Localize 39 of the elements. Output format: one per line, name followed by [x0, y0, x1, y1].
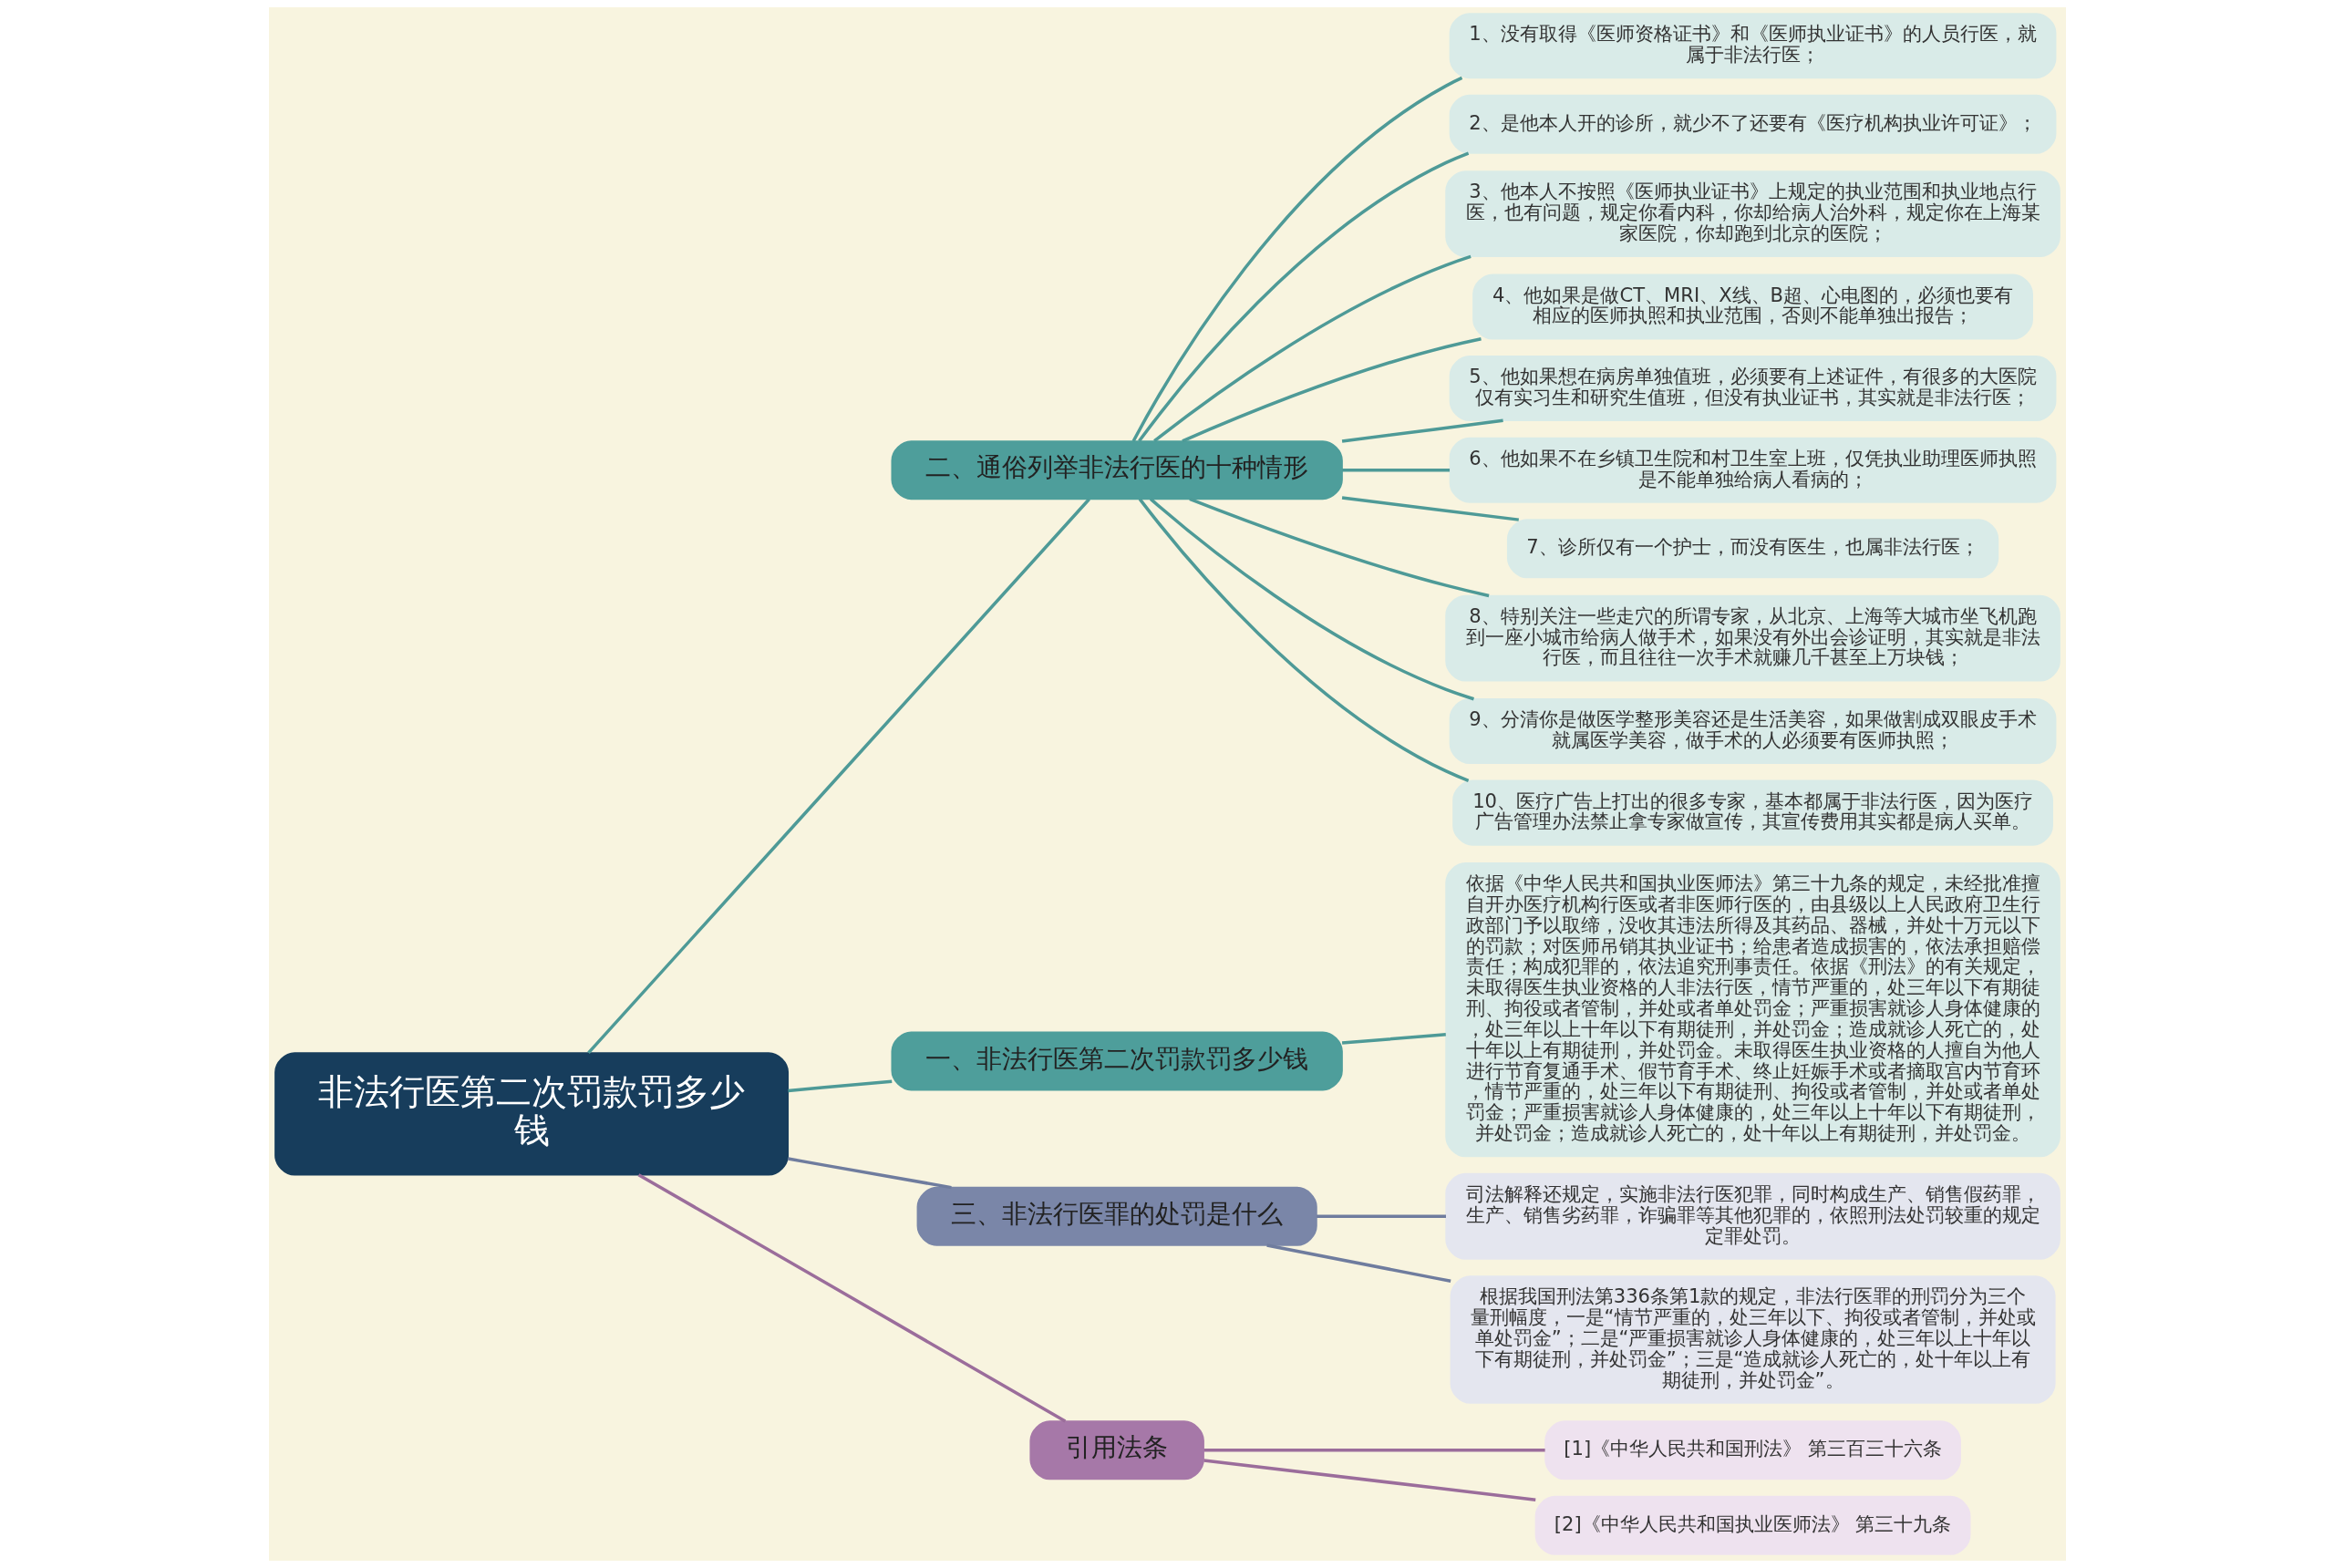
connector [1341, 418, 1503, 443]
connector [1341, 468, 1450, 472]
connector [586, 498, 1090, 1054]
connector [1316, 1214, 1446, 1219]
node-box: 依据《中华人民共和国执业医师法》第三十九条的规定，未经批准擅自开办医疗机构行医或者非医师行医的，由县级以上人民政府卫生行政部门予以取缔，没收其违法所得及其药品、器械，并处十万元以下的罚款；对医师吊销其执业证书；给患者造成损害的，依法承担赔偿责任；构成犯罪的，依法追究刑事责任。依据《刑法》的有关规定，未取得医生执业资格的人非法行医，情节严重的，处三年以下有期徒刑、拘役或者管制，并处或者单处罚金；严重损害就诊人身体健康的，处三年以上十年以下有期徒刑，并处罚金；造成就诊人死亡的，处十年以上有期徒刑，并处罚金。未取得医生执业资格的人擅自为他人进行节育复通手术、假节育手术、终止妊娠手术或者摘取宫内节育环，情节严重的，处三年以下有期徒刑、拘役或者管制，并处或者单处罚金；严重损害就诊人身体健康的，处三年以上十年以下有期徒刑，并处罚金；造成就诊人死亡的，处十年以上有期徒刑，并处罚金。 [1444, 862, 2060, 1158]
node-box: 5、他如果想在病房单独值班，必须要有上述证件，有很多的大医院仅有实习生和研究生值班，但没有执业证书，其实就是非法行医； [1449, 356, 2056, 422]
node-box: 4、他如果是做CT、MRI、X线、B超、心电图的，必须也要有相应的医师执照和执业范围，否则不能单独出报告； [1472, 273, 2033, 340]
node-box: 一、非法行医第二次罚款罚多少钱 [890, 1031, 1343, 1091]
node-box: 引用法条 [1028, 1420, 1204, 1480]
connector [1203, 1459, 1535, 1501]
connector [1131, 76, 1462, 442]
connector [1203, 1449, 1545, 1452]
connector [1149, 498, 1474, 701]
connector [1341, 496, 1519, 521]
connector [1137, 151, 1469, 442]
node-box: 根据我国刑法第336条第1款的规定，非法行医罪的刑罚分为三个量刑幅度，一是“情节严重的，处三年以下、拘役或者管制，并处或单处罚金”；二是“严重损害就诊人身体健康的，处三年以上十年以下有期徒刑，并处罚金”；三是“造成就诊人死亡的，处十年以上有期徒刑，并处罚金”。 [1450, 1275, 2056, 1404]
node-box: 二、通俗列举非法行医的十种情形 [890, 440, 1343, 500]
node-box: 7、诊所仅有一个护士，而没有医生，也属非法行医； [1506, 519, 1998, 579]
connector [1181, 336, 1482, 443]
node-box: 3、他本人不按照《医师执业证书》上规定的执业范围和执业地点行医，也有问题，规定你看内科，你却给病人治外科，规定你在上海某家医院，你却跑到北京的医院； [1444, 170, 2060, 258]
node-box: 10、医疗广告上打出的很多专家，基本都属于非法行医，因为医疗广告管理办法禁止拿专家做宣传，其宣传费用其实都是病人买单。 [1451, 779, 2053, 846]
node-box: [1]《中华人民共和国刑法》 第三百三十六条 [1544, 1420, 1961, 1480]
node-box: 9、分清你是做医学整形美容还是生活美容，如果做割成双眼皮手术就属医学美容，做手术的人必须要有医师执照； [1449, 698, 2056, 765]
node-box: 三、非法行医罪的处罚是什么 [916, 1186, 1317, 1246]
connector [1265, 1243, 1451, 1284]
connector [787, 1079, 892, 1093]
node-box: 非法行医第二次罚款罚多少钱 [274, 1052, 789, 1176]
connector [787, 1157, 952, 1190]
node-box: 8、特别关注一些走穴的所谓专家，从北京、上海等大城市坐飞机跑到一座小城市给病人做手术，如果没有外出会诊证明，其实就是非法行医，而且往往一次手术就赚几千甚至上万块钱； [1444, 594, 2060, 682]
node-box: 司法解释还规定，实施非法行医犯罪，同时构成生产、销售假药罪，生产、销售劣药罪，诈骗罪等其他犯罪的，依照刑法处罚较重的规定定罪处罚。 [1444, 1172, 2060, 1260]
node-box: 1、没有取得《医师资格证书》和《医师执业证书》的人员行医，就属于非法行医； [1449, 13, 2056, 79]
connector [1341, 1033, 1446, 1045]
connector [1188, 497, 1489, 598]
node-box: 6、他如果不在乡镇卫生院和村卫生室上班，仅凭执业助理医师执照是不能单独给病人看病的； [1449, 437, 2056, 503]
node-box: 2、是他本人开的诊所，就少不了还要有《医疗机构执业许可证》； [1449, 94, 2056, 154]
connector [1138, 498, 1469, 782]
node-box: [2]《中华人民共和国执业医师法》 第三十九条 [1534, 1495, 1970, 1555]
connector [637, 1173, 1066, 1423]
connector [1152, 254, 1472, 443]
